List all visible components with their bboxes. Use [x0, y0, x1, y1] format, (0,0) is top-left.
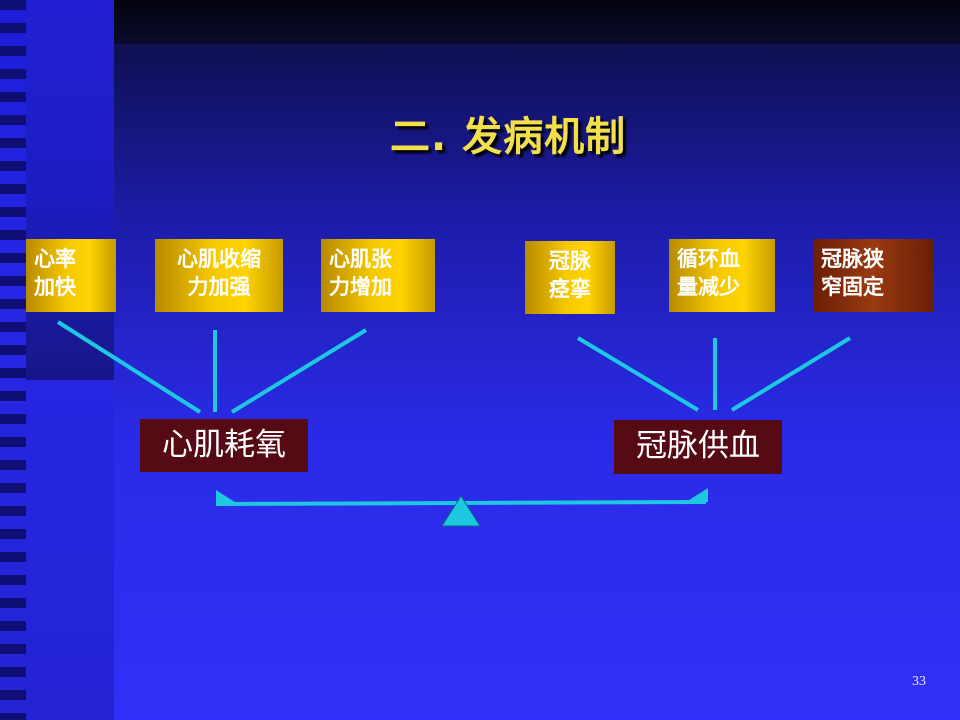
side-shadow-block: [26, 0, 114, 380]
connector-heart-rate: [56, 320, 202, 414]
factor-blood-volume-line1: 循环血: [677, 247, 740, 271]
connector-stenosis: [730, 336, 852, 412]
factor-coronary-spasm-line1: 冠脉: [549, 249, 591, 273]
factor-fixed-stenosis-line1: 冠脉狭: [821, 247, 884, 271]
factor-contractility-line2: 力加强: [187, 275, 251, 299]
factor-coronary-spasm: 冠脉 痉挛: [525, 241, 615, 314]
factor-blood-volume-line2: 量减少: [677, 275, 740, 299]
outcome-coronary-supply: 冠脉供血: [614, 420, 782, 474]
factor-heart-rate-line2: 加快: [34, 275, 76, 299]
factor-wall-tension-line1: 心肌张: [329, 247, 392, 271]
factor-contractility: 心肌收缩 力加强: [155, 239, 283, 312]
top-dark-band: [114, 0, 960, 44]
factor-wall-tension: 心肌张 力增加: [321, 239, 435, 312]
outcome-oxygen-demand: 心肌耗氧: [140, 419, 308, 472]
factor-contractility-line1: 心肌收缩: [177, 247, 261, 271]
factor-heart-rate-line1: 心率: [34, 247, 76, 271]
connector-spasm: [576, 336, 700, 412]
factor-fixed-stenosis-line2: 窄固定: [821, 275, 884, 299]
factor-heart-rate: 心率 加快: [26, 239, 116, 312]
connector-wall-tension: [230, 328, 368, 414]
beam-left-tick: [216, 490, 238, 504]
factor-wall-tension-line2: 力增加: [329, 275, 392, 299]
page-number: 33: [912, 674, 926, 689]
factor-coronary-spasm-line2: 痉挛: [549, 277, 591, 301]
beam-right-tick: [686, 488, 708, 502]
factor-fixed-stenosis: 冠脉狭 窄固定: [813, 239, 933, 312]
square-pattern-column: [0, 0, 26, 720]
balance-fulcrum: [441, 495, 481, 527]
factor-blood-volume: 循环血 量减少: [669, 239, 775, 312]
slide-title: 二. 发病机制: [390, 114, 627, 160]
